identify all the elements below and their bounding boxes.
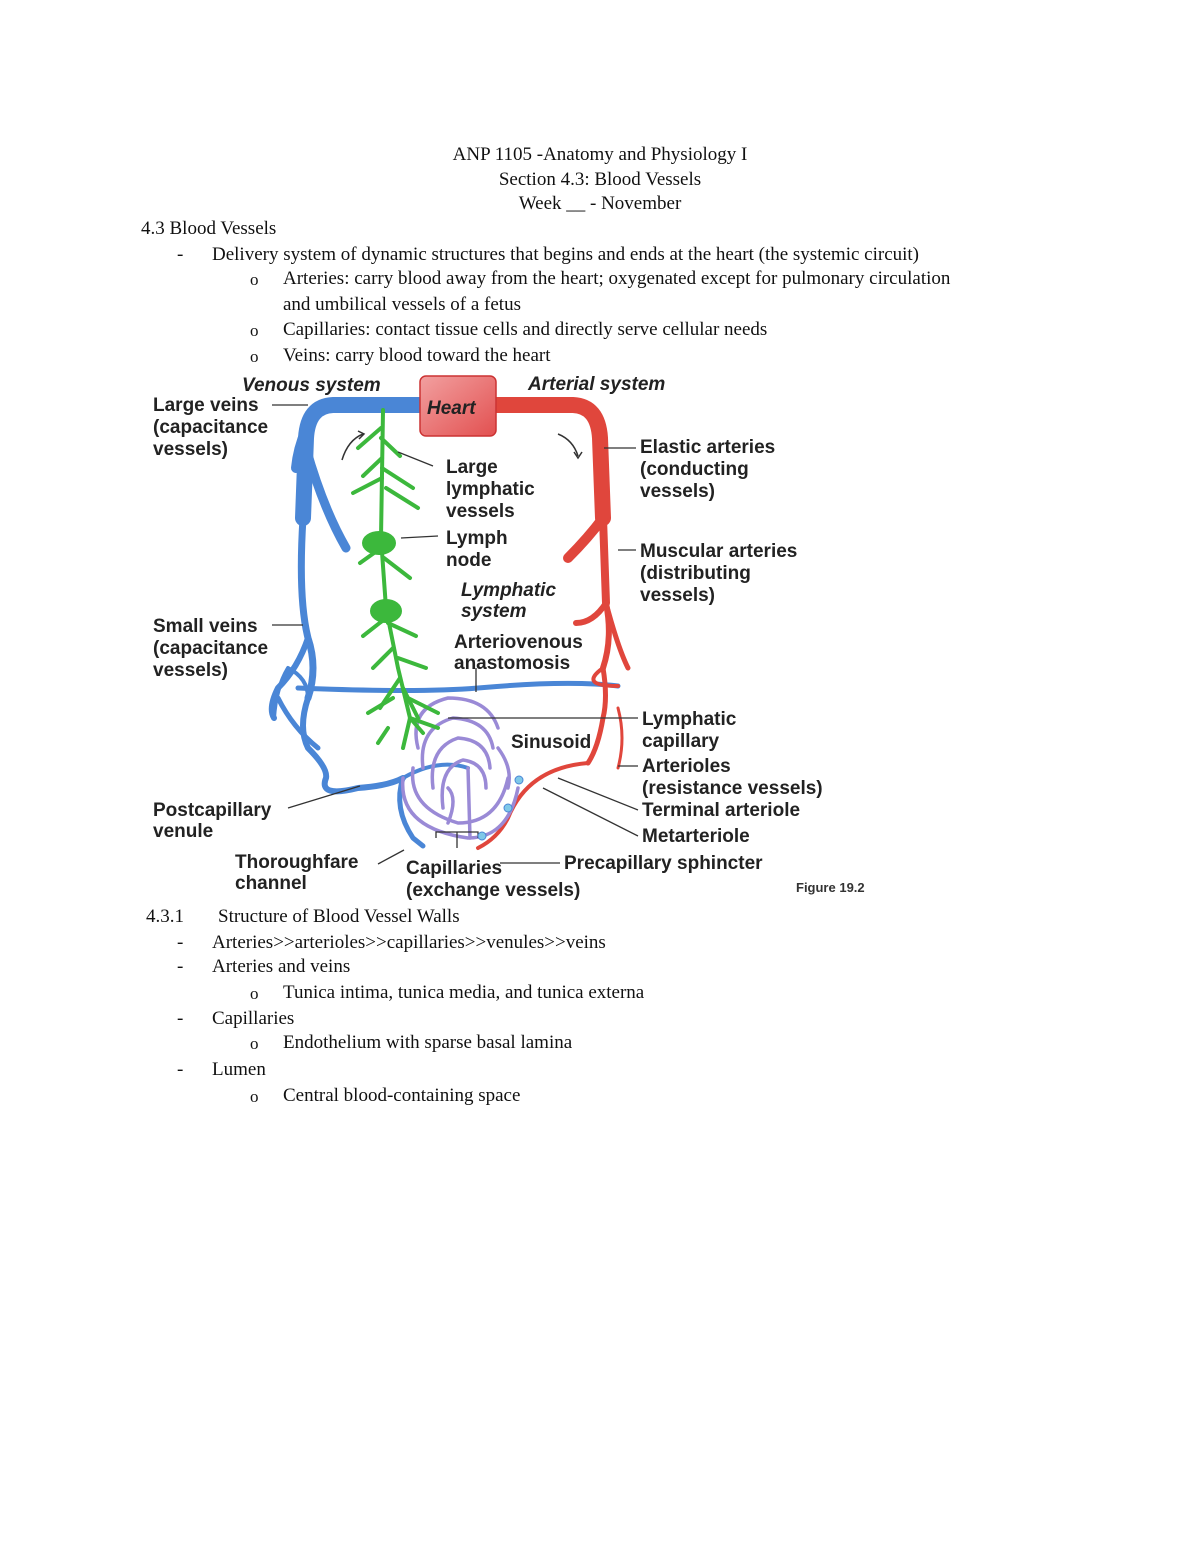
lumen-item: Lumen (212, 1058, 266, 1082)
svg-text:venule: venule (153, 821, 213, 842)
section-heading: 4.3 Blood Vessels (141, 217, 276, 241)
svg-text:channel: channel (235, 873, 307, 894)
subsection-number: 4.3.1 (146, 905, 184, 929)
svg-text:lymphatic: lymphatic (446, 479, 535, 500)
svg-text:(capacitance: (capacitance (153, 638, 268, 659)
terminal-arteriole-label: Terminal arteriole (642, 800, 800, 821)
capillaries-bracket (436, 832, 478, 848)
arterioles-label: Arterioles (resistance vessels) (642, 756, 823, 799)
subsection-title: Structure of Blood Vessel Walls (218, 905, 460, 929)
precapillary-sphincter-label: Precapillary sphincter (564, 853, 763, 874)
o-bullet: o (250, 345, 259, 369)
lymphatic-capillary-label: Lymphatic capillary (642, 709, 737, 752)
svg-text:Arteriovenous: Arteriovenous (454, 632, 583, 653)
svg-text:Arterioles: Arterioles (642, 756, 731, 777)
svg-text:vessels: vessels (446, 501, 515, 522)
svg-text:Muscular arteries: Muscular arteries (640, 541, 797, 562)
dash-bullet: - (177, 955, 183, 979)
svg-text:Lymph: Lymph (446, 528, 508, 549)
venous-system-label: Venous system (242, 375, 381, 396)
veins-line: Veins: carry blood toward the heart (283, 344, 551, 368)
circulation-diagram: Heart Venous system Arterial system (148, 368, 883, 908)
hierarchy-line: Arteries>>arterioles>>capillaries>>venul… (212, 931, 606, 955)
capillaries-label: Capillaries (exchange vessels) (406, 858, 580, 901)
svg-text:Lymphatic: Lymphatic (461, 580, 556, 601)
heart-label: Heart (427, 398, 476, 419)
svg-text:node: node (446, 550, 491, 571)
svg-text:(exchange vessels): (exchange vessels) (406, 880, 580, 901)
av-anastomosis-label: Arteriovenous anastomosis (454, 632, 583, 674)
course-title: ANP 1105 -Anatomy and Physiology I (0, 143, 1200, 167)
svg-text:Elastic arteries: Elastic arteries (640, 437, 775, 458)
tunica-line: Tunica intima, tunica media, and tunica … (283, 981, 644, 1005)
svg-text:(conducting: (conducting (640, 459, 749, 480)
svg-text:vessels): vessels) (153, 439, 228, 460)
svg-text:Postcapillary: Postcapillary (153, 800, 272, 821)
postcapillary-venule-label: Postcapillary venule (153, 800, 272, 842)
svg-text:Large veins: Large veins (153, 395, 259, 416)
lymphatic-system-label: Lymphatic system (461, 580, 556, 622)
arteries-line-cont: and umbilical vessels of a fetus (283, 293, 521, 317)
lymph-node-upper (362, 531, 396, 555)
arteries-line: Arteries: carry blood away from the hear… (283, 267, 950, 291)
week-line: Week __ - November (0, 192, 1200, 216)
svg-text:vessels): vessels) (640, 481, 715, 502)
section-title: Section 4.3: Blood Vessels (0, 168, 1200, 192)
capillaries-item: Capillaries (212, 1007, 294, 1031)
metarteriole-label: Metarteriole (642, 826, 750, 847)
svg-text:Large: Large (446, 457, 498, 478)
circulation-figure: Heart Venous system Arterial system (148, 368, 883, 908)
sinusoid-label: Sinusoid (511, 732, 591, 753)
svg-text:Lymphatic: Lymphatic (642, 709, 737, 730)
muscular-arteries-label: Muscular arteries (distributing vessels) (640, 541, 797, 606)
svg-text:Capillaries: Capillaries (406, 858, 502, 879)
arteries-veins-line: Arteries and veins (212, 955, 350, 979)
dash-bullet: - (177, 1007, 183, 1031)
dash-bullet: - (177, 1058, 183, 1082)
o-bullet: o (250, 982, 259, 1006)
svg-text:Thoroughfare: Thoroughfare (235, 852, 359, 873)
svg-text:Small veins: Small veins (153, 616, 258, 637)
svg-text:vessels): vessels) (640, 585, 715, 606)
small-veins-label: Small veins (capacitance vessels) (153, 616, 268, 681)
thoroughfare-channel-label: Thoroughfare channel (235, 852, 359, 894)
svg-text:anastomosis: anastomosis (454, 653, 570, 674)
svg-text:vessels): vessels) (153, 660, 228, 681)
o-bullet: o (250, 268, 259, 292)
large-veins-label: Large veins (capacitance vessels) (153, 395, 268, 460)
lymphatic-vessels (353, 410, 438, 748)
dash-bullet: - (177, 931, 183, 955)
o-bullet: o (250, 1085, 259, 1109)
svg-text:(capacitance: (capacitance (153, 417, 268, 438)
svg-text:capillary: capillary (642, 731, 720, 752)
lymph-node-label: Lymph node (446, 528, 508, 571)
lumen-desc-line: Central blood-containing space (283, 1084, 520, 1108)
intro-bullet: Delivery system of dynamic structures th… (212, 243, 919, 267)
svg-text:(resistance vessels): (resistance vessels) (642, 778, 823, 799)
dash-bullet: - (177, 243, 183, 267)
endothelium-line: Endothelium with sparse basal lamina (283, 1031, 572, 1055)
arterial-system-label: Arterial system (527, 374, 665, 395)
svg-text:(distributing: (distributing (640, 563, 751, 584)
elastic-arteries-label: Elastic arteries (conducting vessels) (640, 437, 775, 502)
arterial-vessels (478, 405, 628, 848)
o-bullet: o (250, 1032, 259, 1056)
o-bullet: o (250, 319, 259, 343)
svg-text:system: system (461, 601, 527, 622)
capillaries-line: Capillaries: contact tissue cells and di… (283, 318, 767, 342)
figure-number: Figure 19.2 (796, 880, 865, 895)
large-lymphatic-label: Large lymphatic vessels (446, 457, 535, 522)
lymph-node-lower (370, 599, 402, 623)
